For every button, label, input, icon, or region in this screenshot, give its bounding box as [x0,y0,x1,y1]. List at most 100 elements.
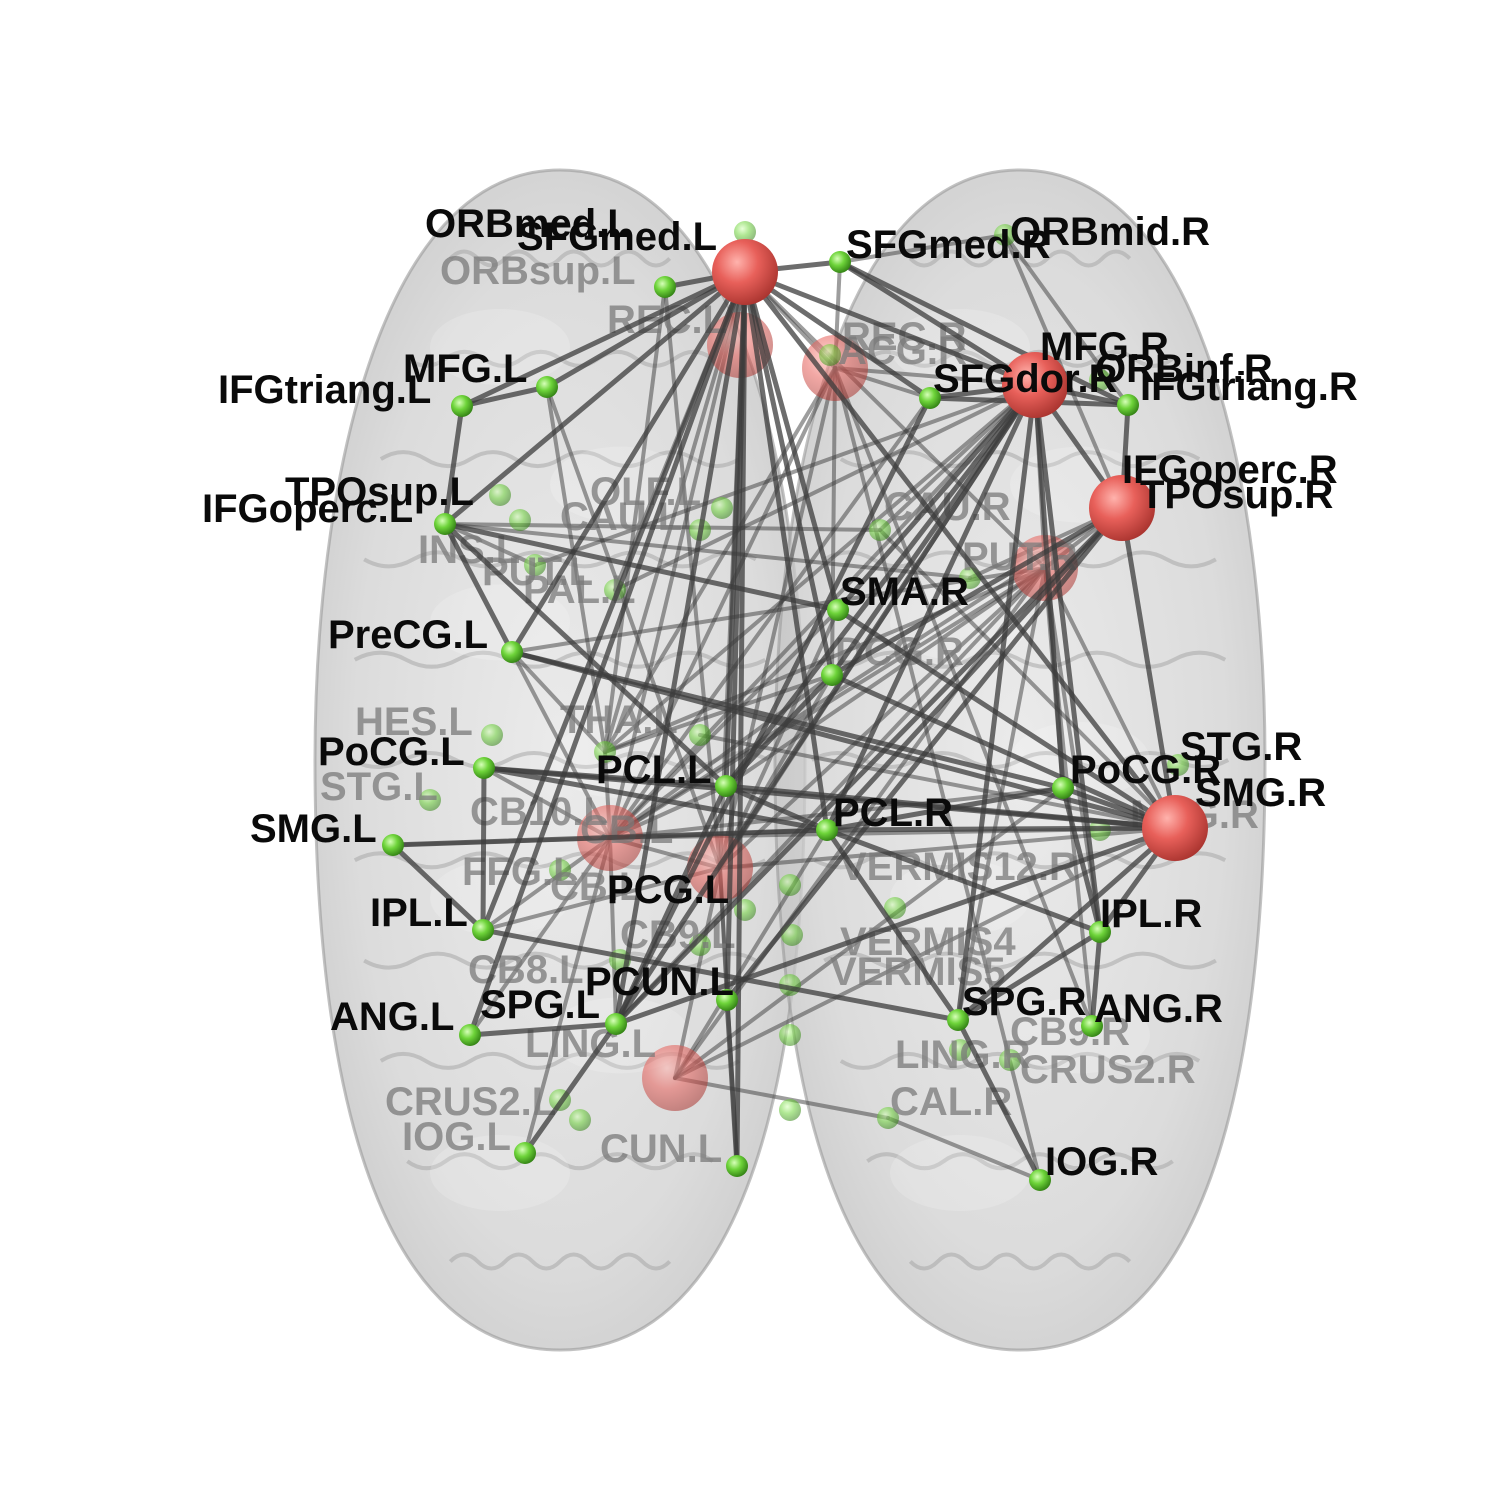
edge [734,269,748,1169]
region-label: IOG.L [402,1115,511,1159]
region-label: ANG.L [330,995,454,1039]
edge [833,366,1094,1028]
edge [459,384,550,409]
gyrus-fold [866,1152,1174,1171]
node [1167,754,1189,776]
region-label: TPOsup.R [1140,473,1333,517]
edge [442,521,841,613]
region-label: PCUN.L [585,960,734,1004]
region-label: TPOsup.L [285,470,474,514]
node [711,497,733,519]
node [994,224,1016,246]
edge [1119,505,1178,831]
hub-node [642,1045,708,1111]
edge [955,382,1038,1023]
node [536,376,558,398]
node [1081,1015,1103,1037]
region-label: ANG.R [1094,987,1223,1031]
edge [1043,566,1177,830]
hub-node [1142,795,1208,861]
edge [480,927,961,1023]
node [884,897,906,919]
edge [442,403,465,527]
edge [837,259,1038,388]
edge [724,997,740,1169]
edge [443,522,537,567]
edge [467,269,748,1038]
edge [608,396,932,840]
node [451,395,473,417]
edge [955,825,1178,1023]
edge [613,382,1038,1027]
region-label: PCG.L [607,868,729,912]
edge [829,672,1178,831]
edge [1032,382,1103,935]
node [821,664,843,686]
surface-highlight [430,309,570,385]
surface-highlight [890,309,1030,385]
region-label: CB.L [550,865,643,909]
edge [608,366,837,840]
node [382,834,404,856]
hub-node [802,335,868,401]
hub-node [1089,475,1155,541]
edge [724,566,1047,788]
region-label: IPL.L [370,891,468,935]
edge [835,607,1178,831]
edge [723,783,830,833]
edge [613,383,1037,592]
edge [603,285,667,754]
node [1117,394,1139,416]
node [779,874,801,896]
edge-group [390,259,1178,1183]
edge [481,765,729,789]
edge [481,866,722,932]
node [779,1099,801,1121]
region-label: PoCG.R [1070,748,1221,792]
region-label: CRUS2.L [385,1080,556,1124]
gyrus-fold [406,1152,714,1171]
region-label: IFGoperc.L [202,487,413,531]
node [549,859,571,881]
edge [442,521,729,789]
edge [480,765,487,933]
node [459,1024,481,1046]
edge [824,785,1066,833]
gyrus-fold [908,1252,1132,1271]
node [689,934,711,956]
node [514,1142,536,1164]
region-label: MFG.R [1040,325,1169,369]
edge [1089,929,1103,1029]
node [605,1013,627,1035]
edge [390,842,486,933]
edge [613,269,748,1027]
region-label: IFGtriang.L [218,368,431,412]
hub-node [1002,352,1068,418]
region-label: SPG.L [480,983,600,1027]
region-label: PoCG.L [318,730,465,774]
node-group [382,239,1208,1191]
node [1089,921,1111,943]
region-label: LING.R [895,1033,1031,1077]
region-label: PCL.R [833,791,953,835]
node [819,344,841,366]
region-label: CB9.R [1010,1010,1130,1054]
gyrus-fold [448,249,672,268]
node [726,1155,748,1177]
edge [544,269,748,390]
region-label: CB10.L [470,790,608,834]
region-label: VERMIS12.R [840,845,1078,889]
edge [673,1076,890,1120]
node [524,554,546,576]
edge [673,828,829,1080]
edge [743,270,1047,570]
region-label: ORBinf.R [1095,347,1273,391]
region-label: CUN.L [600,1127,722,1171]
region-label: SFGmed.R [846,223,1051,267]
region-label: IFGoperc.R [1122,448,1338,492]
region-label: PCL.L [596,748,712,792]
region-label: IPL.R [1100,892,1202,936]
node [949,1039,971,1061]
